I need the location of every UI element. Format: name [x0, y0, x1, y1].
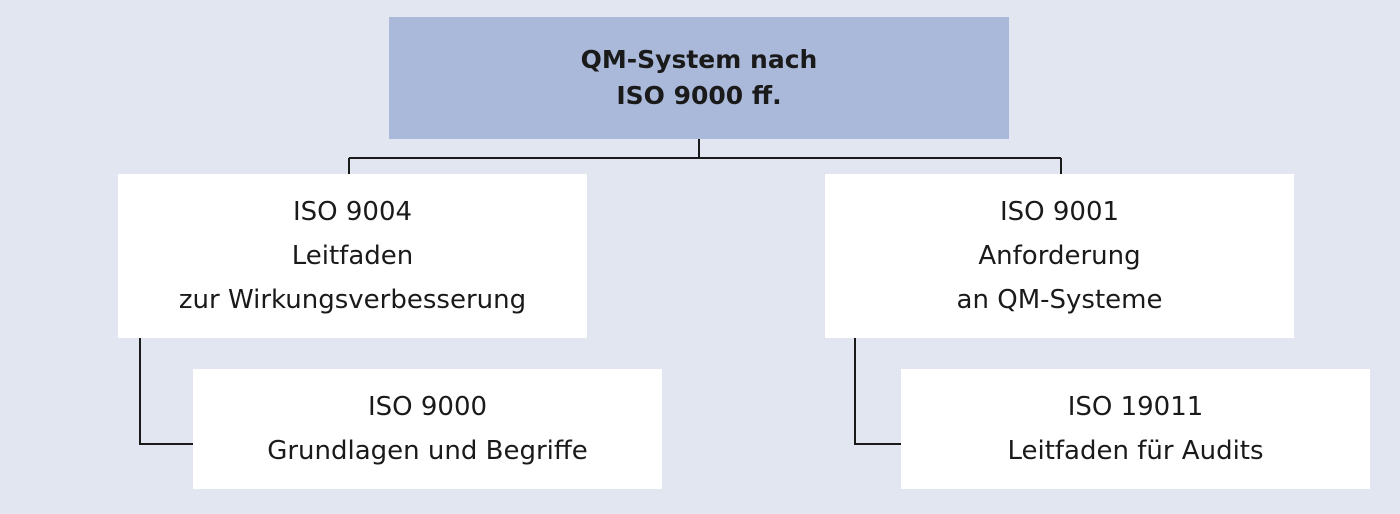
node-iso-19011-line-1: ISO 19011 — [1067, 392, 1204, 422]
node-iso-9000-line-2: Grundlagen und Begriffe — [267, 436, 588, 466]
iso9001-to-iso19011-elbow — [854, 338, 901, 445]
node-iso-9004-line-3: zur Wirkungsverbesserung — [178, 285, 527, 315]
node-iso-19011: ISO 19011 Leitfaden für Audits — [901, 369, 1370, 489]
node-iso-9001-line-3: an QM-Systeme — [956, 285, 1163, 315]
node-iso-9004: ISO 9004 Leitfaden zur Wirkungsverbesser… — [118, 174, 587, 338]
node-iso-19011-line-2: Leitfaden für Audits — [1007, 436, 1264, 466]
node-iso-9004-line-1: ISO 9004 — [292, 197, 413, 227]
iso9004-to-iso9000-elbow — [139, 338, 193, 445]
node-iso-9004-line-2: Leitfaden — [291, 241, 414, 271]
root-node-line-1: QM-System nach — [580, 45, 818, 74]
node-iso-9000-line-1: ISO 9000 — [367, 392, 488, 422]
node-iso-9001: ISO 9001 Anforderung an QM-Systeme — [825, 174, 1294, 338]
root-node-qm-system: QM-System nach ISO 9000 ff. — [389, 17, 1009, 139]
node-iso-9000: ISO 9000 Grundlagen und Begriffe — [193, 369, 662, 489]
root-node-line-2: ISO 9000 ff. — [616, 81, 782, 110]
node-iso-9001-line-1: ISO 9001 — [999, 197, 1120, 227]
node-iso-9001-line-2: Anforderung — [978, 241, 1141, 271]
